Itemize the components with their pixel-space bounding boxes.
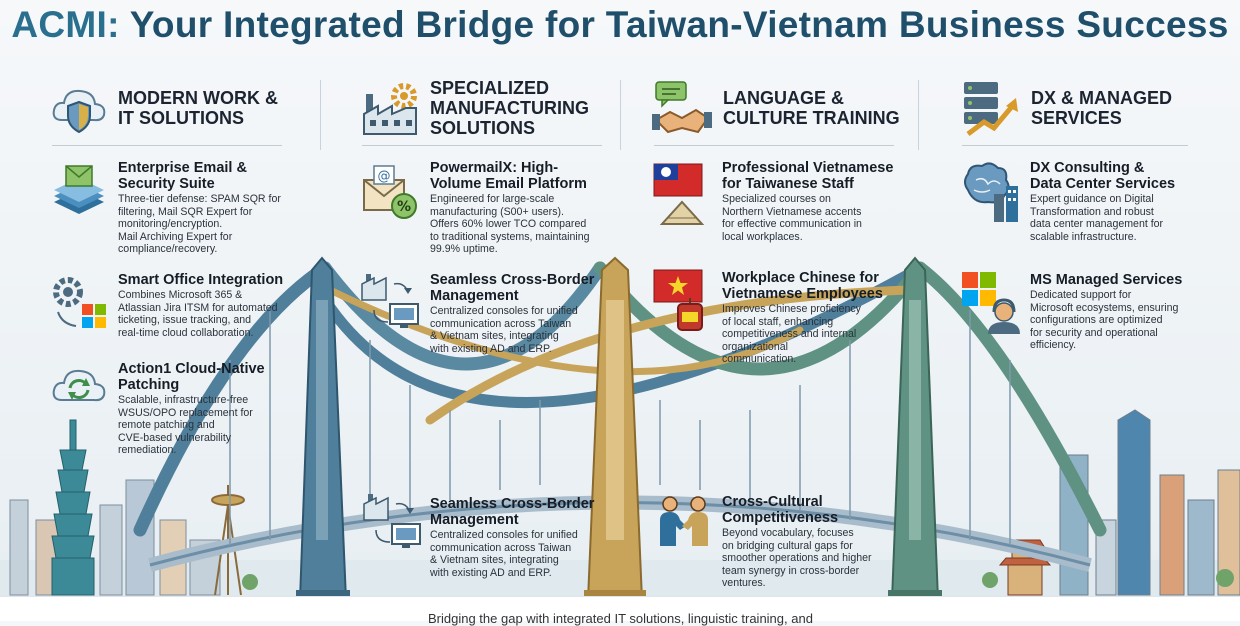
item-smart-office: Smart Office Integration Combines Micros…: [118, 272, 284, 339]
gear-windows-icon: [50, 272, 110, 337]
category-underline: [52, 145, 282, 146]
category-underline: [962, 145, 1188, 146]
bridge-hangers: [229, 310, 1011, 545]
svg-text:@: @: [378, 169, 391, 184]
category-title-dx-managed: DX & MANAGED SERVICES: [1031, 88, 1173, 128]
column-divider: [620, 80, 621, 150]
svg-text:%: %: [397, 199, 411, 215]
item-ms-managed: MS Managed Services Dedicated support fo…: [1030, 272, 1183, 352]
item-dx-consulting: DX Consulting & Data Center Services Exp…: [1030, 160, 1176, 243]
category-underline: [362, 145, 602, 146]
bridge-tower-right: [888, 256, 942, 601]
bridge-cables: [133, 261, 1107, 537]
item-cross-border-mgmt-2: Seamless Cross-Border Management Central…: [430, 496, 595, 579]
footer-banner: Bridging the gap with integrated IT solu…: [0, 596, 1240, 626]
vietnam-skyline: [1059, 409, 1240, 596]
people-handshake-icon: [656, 494, 712, 555]
item-cross-cultural: Cross-Cultural Competitiveness Beyond vo…: [722, 494, 872, 590]
column-divider: [320, 80, 321, 150]
email-layers-icon: [50, 162, 108, 225]
windows-support-icon: [962, 270, 1024, 341]
item-enterprise-email: Enterprise Email & Security Suite Three-…: [118, 160, 281, 256]
category-title-language-culture: LANGUAGE & CULTURE TRAINING: [723, 88, 900, 128]
column-divider: [918, 80, 919, 150]
item-professional-vietnamese: Professional Vietnamese for Taiwanese St…: [722, 160, 894, 243]
item-workplace-chinese: Workplace Chinese for Vietnamese Employe…: [722, 270, 883, 366]
taiwan-flag-hat-icon: [652, 162, 712, 233]
footer-text: Bridging the gap with integrated IT solu…: [428, 611, 813, 626]
item-powermailx: PowermailX: High- Volume Email Platform …: [430, 160, 590, 256]
bridge-tower-left: [296, 256, 350, 601]
brain-city-icon: [960, 160, 1022, 229]
item-cross-border-mgmt: Seamless Cross-Border Management Central…: [430, 272, 595, 355]
factory-gear-icon: [360, 80, 420, 143]
factory-monitor-icon: [360, 270, 420, 339]
taipei-101-tower: [51, 419, 95, 596]
cloud-shield-icon: [50, 80, 108, 143]
factory-monitor-icon: [362, 490, 422, 559]
trees: [242, 569, 1234, 590]
page-title: ACMI: Your Integrated Bridge for Taiwan-…: [0, 4, 1240, 46]
vietnam-flag-lantern-icon: [652, 268, 712, 339]
item-action1-patching: Action1 Cloud-Native Patching Scalable, …: [118, 361, 265, 457]
cloud-sync-icon: [50, 362, 108, 415]
category-title-manufacturing: SPECIALIZED MANUFACTURING SOLUTIONS: [430, 78, 589, 138]
server-growth-icon: [960, 80, 1020, 143]
category-underline: [654, 145, 894, 146]
title-brand: ACMI:: [11, 4, 120, 45]
handshake-chat-icon: [652, 80, 712, 143]
title-text: Your Integrated Bridge for Taiwan-Vietna…: [129, 4, 1229, 45]
category-title-modern-work: MODERN WORK & IT SOLUTIONS: [118, 88, 278, 128]
email-percent-icon: @ %: [360, 162, 420, 227]
